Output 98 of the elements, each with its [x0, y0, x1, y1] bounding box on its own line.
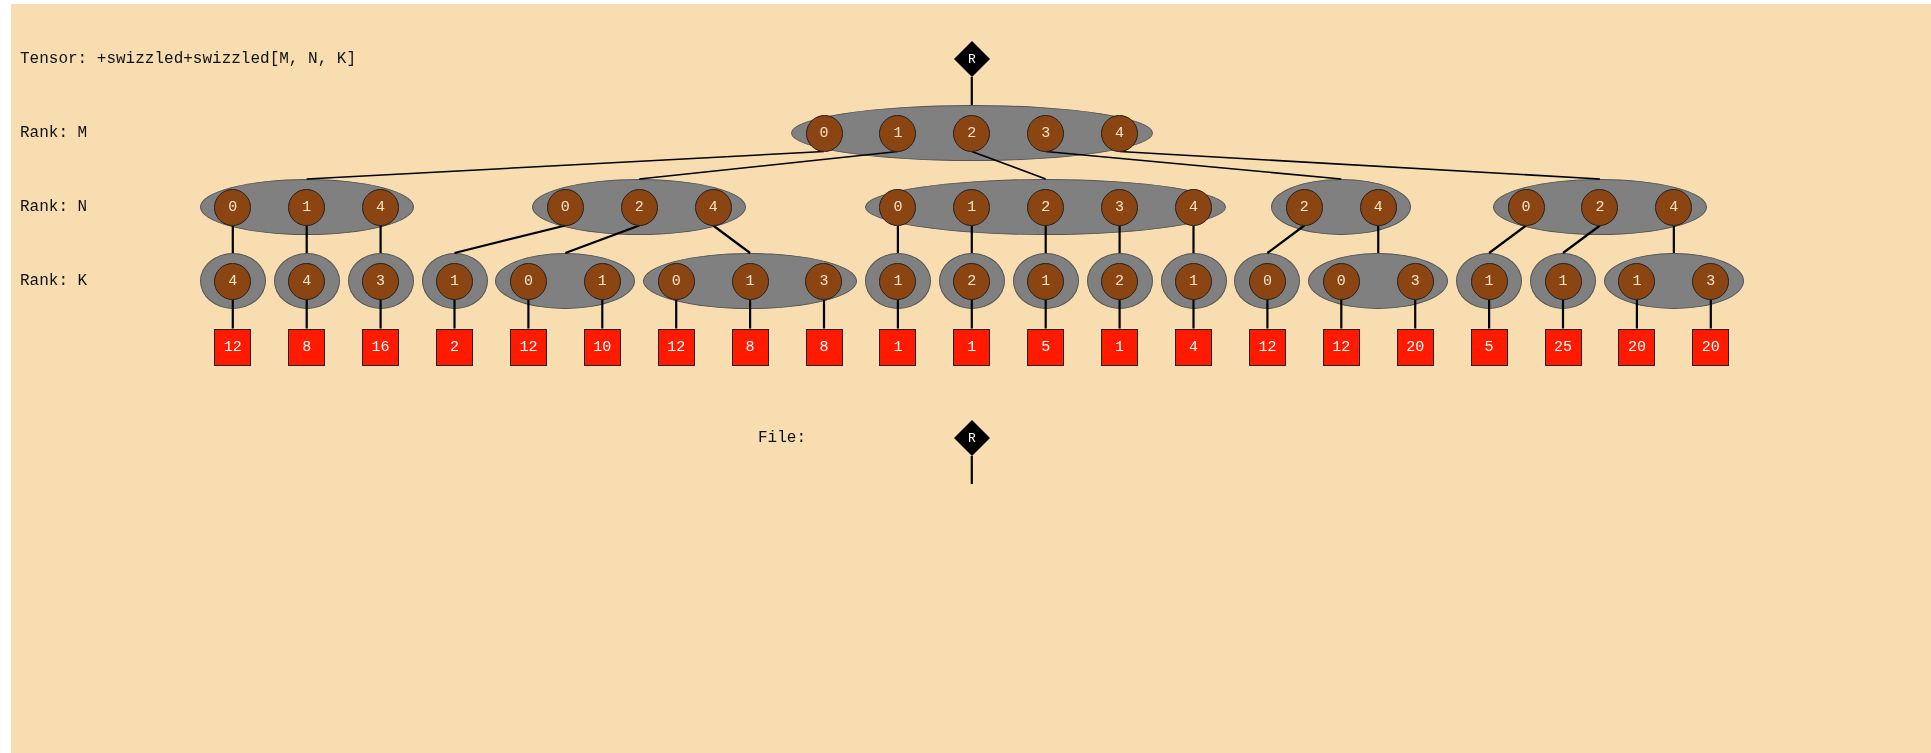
coordinate-circle: 1 [1470, 262, 1508, 300]
connector-line [1414, 299, 1417, 329]
connector-line [1266, 224, 1305, 254]
connector-line [1709, 299, 1712, 329]
connector-line [527, 299, 530, 329]
connector-line [970, 456, 973, 484]
value-square: 16 [362, 328, 400, 366]
root-diamond: R [953, 420, 990, 456]
coordinate-circle: 4 [362, 188, 400, 226]
coordinate-circle: 4 [694, 188, 732, 226]
coordinate-circle: 2 [620, 188, 658, 226]
value-square: 20 [1692, 328, 1730, 366]
coordinate-circle: 0 [509, 262, 547, 300]
connector-line [971, 150, 1047, 180]
value-square: 12 [214, 328, 252, 366]
connector-line [970, 225, 973, 253]
coordinate-circle: 0 [1507, 188, 1545, 226]
connector-line [1266, 299, 1269, 329]
coordinate-circle: 1 [288, 188, 326, 226]
coordinate-circle: 2 [953, 262, 991, 300]
connector-line [1118, 299, 1121, 329]
coordinate-circle: 2 [1581, 188, 1619, 226]
connector-line [1044, 299, 1047, 329]
value-square: 5 [1027, 328, 1065, 366]
connector-line [601, 299, 604, 329]
coordinate-circle: 1 [953, 188, 991, 226]
connector-line [1192, 225, 1195, 253]
connector-line [1118, 225, 1121, 253]
tensor-title: Tensor: +swizzled+swizzled[M, N, K] [20, 50, 357, 68]
connector-line [1377, 225, 1380, 253]
value-square: 1 [953, 328, 991, 366]
root-diamond: R [953, 41, 990, 77]
rank-label: Rank: K [20, 272, 88, 290]
connector-line [970, 299, 973, 329]
coordinate-circle: 3 [805, 262, 843, 300]
coordinate-circle: 4 [1359, 188, 1397, 226]
coordinate-circle: 0 [214, 188, 252, 226]
coordinate-circle: 3 [1396, 262, 1434, 300]
connector-line [1192, 299, 1195, 329]
coordinate-circle: 4 [288, 262, 326, 300]
connector-line [305, 299, 308, 329]
value-square: 20 [1618, 328, 1656, 366]
coordinate-circle: 1 [1175, 262, 1212, 300]
connector-line [379, 299, 382, 329]
connector-line [454, 224, 566, 255]
coordinate-circle: 1 [1618, 262, 1656, 300]
value-square: 1 [879, 328, 917, 366]
connector-line [896, 225, 899, 253]
coordinate-circle: 4 [1175, 188, 1212, 226]
connector-line [231, 225, 234, 253]
value-square: 2 [436, 328, 473, 366]
coordinate-circle: 1 [879, 262, 917, 300]
value-square: 1 [1101, 328, 1139, 366]
connector-line [1635, 299, 1638, 329]
connector-line [1672, 225, 1675, 253]
coordinate-circle: 2 [1027, 188, 1065, 226]
coordinate-circle: 1 [583, 262, 621, 300]
coordinate-circle: 3 [1027, 114, 1065, 152]
connector-line [970, 77, 973, 105]
connector-line [1488, 299, 1491, 329]
connector-line [1340, 299, 1343, 329]
coordinate-circle: 0 [1322, 262, 1360, 300]
coordinate-circle: 3 [362, 262, 400, 300]
coordinate-circle: 0 [1248, 262, 1286, 300]
rank-label: Rank: N [20, 198, 88, 216]
coordinate-circle: 4 [1655, 188, 1693, 226]
coordinate-circle: 1 [1027, 262, 1065, 300]
coordinate-circle: 0 [546, 188, 584, 226]
value-square: 4 [1175, 328, 1212, 366]
connector-line [564, 224, 640, 255]
file-label: File: [758, 429, 806, 447]
coordinate-circle: 3 [1692, 262, 1730, 300]
connector-line [822, 299, 826, 329]
coordinate-circle: 2 [953, 114, 991, 152]
connector-line [749, 299, 752, 329]
coordinate-circle: 1 [1544, 262, 1582, 300]
coordinate-circle: 1 [731, 262, 769, 300]
coordinate-circle: 1 [436, 262, 473, 300]
connector-line [1044, 225, 1047, 253]
connector-line [379, 225, 382, 253]
connector-line [712, 224, 751, 254]
connector-line [896, 299, 899, 329]
connector-line [453, 299, 456, 329]
rank-label: Rank: M [20, 124, 88, 142]
connector-line [1561, 299, 1565, 329]
coordinate-circle: 3 [1101, 188, 1139, 226]
coordinate-circle: 4 [214, 262, 252, 300]
connector-line [675, 299, 678, 329]
connector-line [1562, 224, 1601, 254]
coordinate-circle: 0 [657, 262, 695, 300]
connector-line [638, 150, 899, 180]
value-square: 8 [288, 328, 326, 366]
connector-line [305, 225, 308, 253]
connector-line [231, 299, 234, 329]
coordinate-circle: 2 [1101, 262, 1139, 300]
coordinate-circle: 2 [1285, 188, 1323, 226]
coordinate-circle: 1 [879, 114, 917, 152]
connector-line [1488, 224, 1527, 254]
